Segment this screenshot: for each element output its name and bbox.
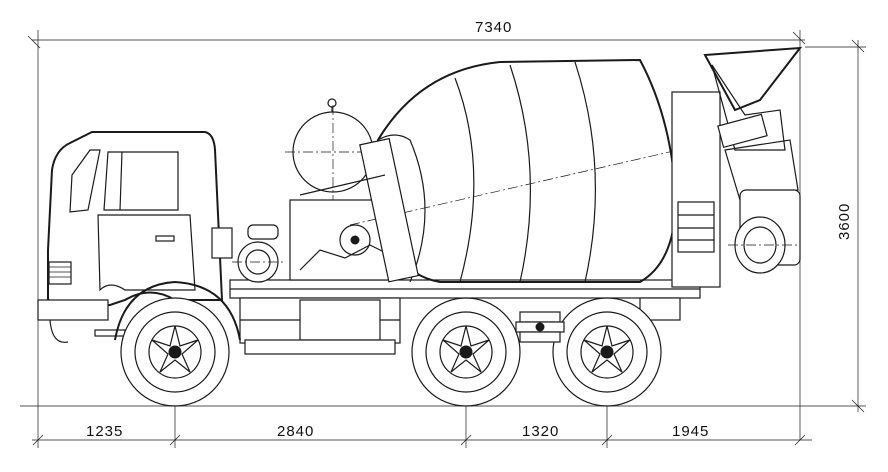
rear-overhang-label: 1945 <box>672 423 709 440</box>
overall-length-label: 7340 <box>475 19 512 36</box>
rear-axle-spacing-label: 1320 <box>522 423 559 440</box>
water-tank <box>285 98 385 200</box>
front-overhang-label: 1235 <box>86 423 123 440</box>
mixer-drum <box>299 58 701 283</box>
front-wheel <box>114 280 241 407</box>
last-rear-wheel <box>552 297 662 407</box>
middle-rear-wheel <box>411 297 521 407</box>
rear-support <box>671 91 721 288</box>
rear-suspension <box>515 311 565 343</box>
discharge-chute <box>724 139 801 274</box>
wheelbase-label: 2840 <box>277 423 314 440</box>
overall-height-label: 3600 <box>836 203 853 240</box>
hopper <box>703 46 803 151</box>
side-equipment <box>232 199 391 283</box>
